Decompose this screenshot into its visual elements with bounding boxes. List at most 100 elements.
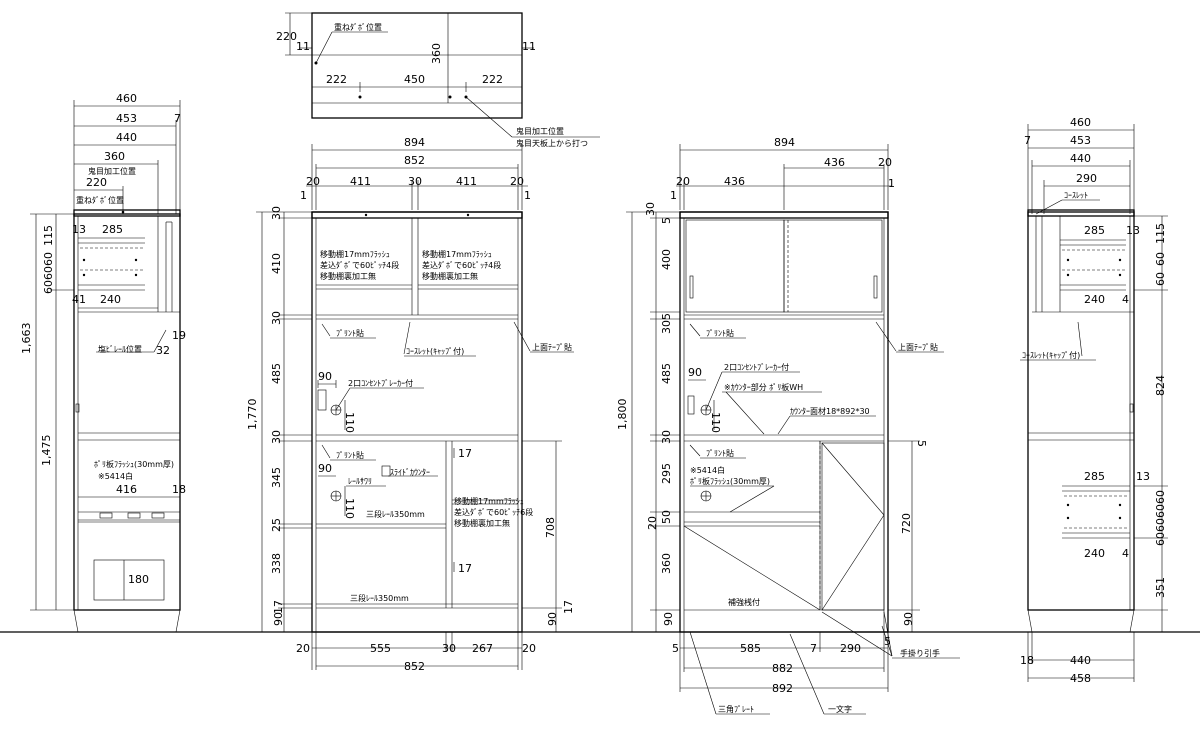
fo-dim-w267: 267 [472, 642, 493, 655]
fc-dim-h720: 720 [900, 513, 913, 534]
fo-dim-w30c: 30 [442, 642, 456, 655]
fc-dim-h50: 50 [660, 510, 673, 524]
fc-dim-20a: 20 [676, 175, 690, 188]
ls-dim-32: 32 [156, 344, 170, 357]
fo-dim-90a: 90 [318, 370, 332, 383]
fc-dim-436a: 436 [724, 175, 745, 188]
top-label-notch-from-top: 鬼目天板上から打つ [516, 138, 588, 148]
fc-dim-w882: 882 [772, 662, 793, 675]
fo-dim-17b: 17 [458, 447, 472, 460]
fc-dim-w110: 110 [709, 412, 722, 433]
fo-dim-1770: 1,770 [246, 399, 259, 431]
fc-label-counter-board: ｶｳﾝﾀｰ面材18*892*30 [790, 406, 870, 416]
fc-dim-h485: 485 [660, 363, 673, 384]
ls-dim-180: 180 [128, 573, 149, 586]
fo-label-shelf-r-1: 移動棚17mmﾌﾗｯｼｭ [422, 249, 492, 259]
rs-dim-13b: 13 [1136, 470, 1150, 483]
fo-label-shelf-mid-1: 移動棚17mmﾌﾗｯｼｭ [454, 496, 524, 506]
top-label-overlap-dowel: 重ねﾀﾞﾎﾞ位置 [334, 22, 382, 32]
top-dim-222a: 222 [326, 73, 347, 86]
fc-dim-436b: 436 [824, 156, 845, 169]
fo-dim-30a: 30 [408, 175, 422, 188]
rs-dim-4a: 4 [1122, 293, 1129, 306]
fc-dim-h90b: 90 [902, 612, 915, 626]
top-dim-360: 360 [430, 43, 443, 64]
ls-dim-60a: 60 [42, 252, 55, 266]
fo-label-rail-support: ﾚｰﾙｻﾜﾘ [348, 477, 372, 486]
fo-dim-h17d: 17 [562, 600, 575, 614]
ls-dim-60c: 60 [42, 280, 55, 294]
right-side-view: 460 7 453 440 290 ｺｰｽﾚｯﾄ [1020, 116, 1168, 685]
rs-label-coaster: ｺｰｽﾚｯﾄ [1064, 191, 1088, 200]
rs-dim-285a: 285 [1084, 224, 1105, 237]
ls-dim-240: 240 [100, 293, 121, 306]
ls-label-overlap: 重ねﾀﾞﾎﾞ位置 [76, 195, 124, 205]
ls-label-notch: 鬼目加工位置 [88, 166, 136, 176]
fo-label-shelf-r-3: 移動棚裏加工無 [422, 271, 478, 281]
fc-upper-door-left [685, 219, 785, 313]
fc-label-ichimonji: 一文字 [828, 704, 852, 714]
fo-dim-w20c: 20 [296, 642, 310, 655]
fc-dim-h5b: 5 [660, 313, 673, 320]
rs-dim-60c: 60 [1154, 490, 1167, 504]
fc-label-poly: ﾎﾟﾘ板ﾌﾗｯｼｭ(30mm厚) [690, 476, 770, 486]
fo-label-tape: 上面ﾃｰﾌﾟ貼 [532, 342, 572, 352]
ls-dim-7: 7 [174, 112, 181, 125]
rs-dim-60a: 60 [1154, 252, 1167, 266]
rs-dim-240a: 240 [1084, 293, 1105, 306]
fo-label-shelf-l-2: 差込ﾀﾞﾎﾞで60ﾋﾟｯﾁ4段 [320, 260, 399, 270]
rs-dim-7: 7 [1024, 134, 1031, 147]
top-dim-11a: 11 [296, 40, 310, 53]
front-closed-view: 894 20 436 436 20 1 1 [616, 136, 960, 715]
ls-dim-18: 18 [172, 483, 186, 496]
top-dim-220: 220 [276, 30, 297, 43]
fo-dim-411b: 411 [456, 175, 477, 188]
fo-dim-h30b: 30 [270, 311, 283, 325]
fo-label-shelf-l-3: 移動棚裏加工無 [320, 271, 376, 281]
fo-dim-110a: 110 [343, 412, 356, 433]
fc-label-counter-part: ※ｶｳﾝﾀｰ部分 ﾎﾟﾘ板WH [724, 382, 803, 392]
fo-label-shelf-r-2: 差込ﾀﾞﾎﾞで60ﾋﾟｯﾁ4段 [422, 260, 501, 270]
fo-dim-894: 894 [404, 136, 425, 149]
fc-dim-h30a: 30 [644, 202, 657, 216]
fc-lower-door [821, 442, 885, 611]
rs-dim-440b: 440 [1070, 654, 1091, 667]
rs-dim-290: 290 [1076, 172, 1097, 185]
fc-dim-w5b: 5 [884, 635, 891, 648]
rs-dim-458: 458 [1070, 672, 1091, 685]
ls-dim-41: 41 [72, 293, 86, 306]
fc-label-white: ※5414白 [690, 465, 725, 475]
fc-label-print2: ﾌﾟﾘﾝﾄ貼 [706, 448, 734, 458]
fc-dim-h30b: 30 [660, 320, 673, 334]
fc-label-triangle: 三角ﾌﾟﾚｰﾄ [718, 704, 754, 714]
fo-dim-h25: 25 [270, 518, 283, 532]
fo-dim-h410: 410 [270, 253, 283, 274]
rs-dim-60d: 60 [1154, 504, 1167, 518]
fc-dim-w7: 7 [810, 642, 817, 655]
ls-dim-460: 460 [116, 92, 137, 105]
ls-label-poly: ﾎﾟﾘ板ﾌﾗｯｼｭ(30mm厚) [94, 459, 174, 469]
fo-label-print1: ﾌﾟﾘﾝﾄ貼 [336, 328, 364, 338]
fc-label-handle: 手掛り引手 [900, 648, 940, 658]
fc-dim-w5a: 5 [672, 642, 679, 655]
ls-dim-416: 416 [116, 483, 137, 496]
fc-label-reinforce: 補強桟付 [728, 597, 760, 607]
rs-dim-240b: 240 [1084, 547, 1105, 560]
fo-dim-h30c: 30 [270, 430, 283, 444]
left-side-view: 460 453 7 440 360 鬼目加工位置 220 重ねﾀﾞﾎﾞ位置 [20, 92, 186, 633]
top-dim-222b: 222 [482, 73, 503, 86]
fo-dim-h485: 485 [270, 363, 283, 384]
fc-label-print1: ﾌﾟﾘﾝﾄ貼 [706, 328, 734, 338]
front-open-view: 894 852 20 411 30 411 20 1 1 [246, 136, 575, 673]
rs-dim-440: 440 [1070, 152, 1091, 165]
fo-dim-h90b: 90 [546, 612, 559, 626]
fc-dim-20b: 20 [878, 156, 892, 169]
fo-label-caster: ｺｰｽﾚｯﾄ(ｷｬｯﾌﾟ付) [406, 346, 464, 356]
fo-label-slide: ｽﾗｲﾄﾞｶｳﾝﾀｰ [390, 468, 430, 477]
fo-dim-w20d: 20 [522, 642, 536, 655]
ls-dim-1475: 1,475 [40, 435, 53, 467]
fo-dim-20b: 20 [510, 175, 524, 188]
fc-dim-894: 894 [774, 136, 795, 149]
fc-dim-h400: 400 [660, 249, 673, 270]
